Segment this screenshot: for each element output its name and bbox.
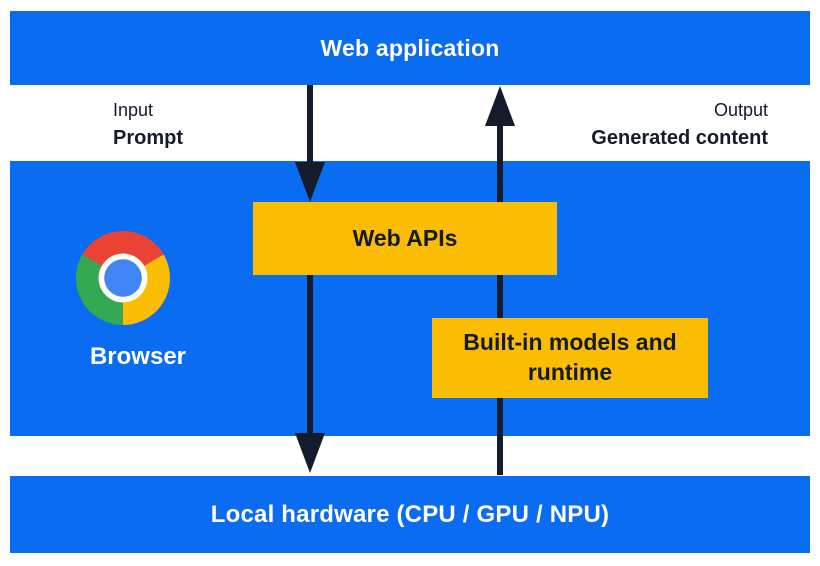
input-value: Prompt: [113, 126, 183, 149]
input-label-group: Input Prompt: [113, 100, 183, 150]
web-application-label: Web application: [320, 34, 500, 61]
output-label-group: Output Generated content: [591, 100, 768, 150]
builtin-models-box: Built-in models and runtime: [432, 318, 708, 398]
chrome-logo-blue-center: [104, 259, 142, 297]
browser-label: Browser: [89, 343, 187, 370]
web-apis-label: Web APIs: [352, 224, 458, 251]
input-caption: Input: [113, 100, 154, 120]
builtin-models-label: Built-in models and runtime: [463, 329, 677, 385]
local-hardware-band: Local hardware (CPU / GPU / NPU): [10, 476, 810, 553]
local-hardware-label: Local hardware (CPU / GPU / NPU): [210, 500, 610, 528]
chrome-logo-icon: [76, 231, 170, 325]
web-apis-box: Web APIs: [253, 202, 557, 275]
web-application-band: Web application: [10, 11, 810, 85]
output-caption: Output: [713, 100, 768, 120]
output-value: Generated content: [591, 126, 768, 149]
